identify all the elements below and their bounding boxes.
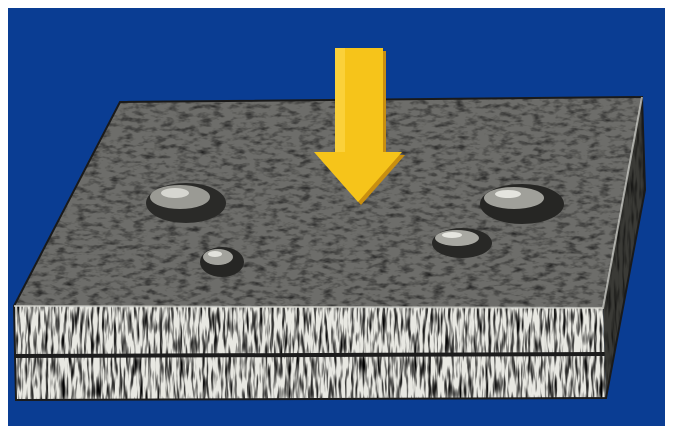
blob-center-left bbox=[200, 247, 244, 277]
slab-front-section bbox=[0, 300, 673, 410]
blob-right bbox=[480, 184, 564, 224]
blob-center-right bbox=[432, 228, 492, 258]
blob-left bbox=[146, 183, 226, 223]
layer-divider bbox=[14, 354, 606, 356]
